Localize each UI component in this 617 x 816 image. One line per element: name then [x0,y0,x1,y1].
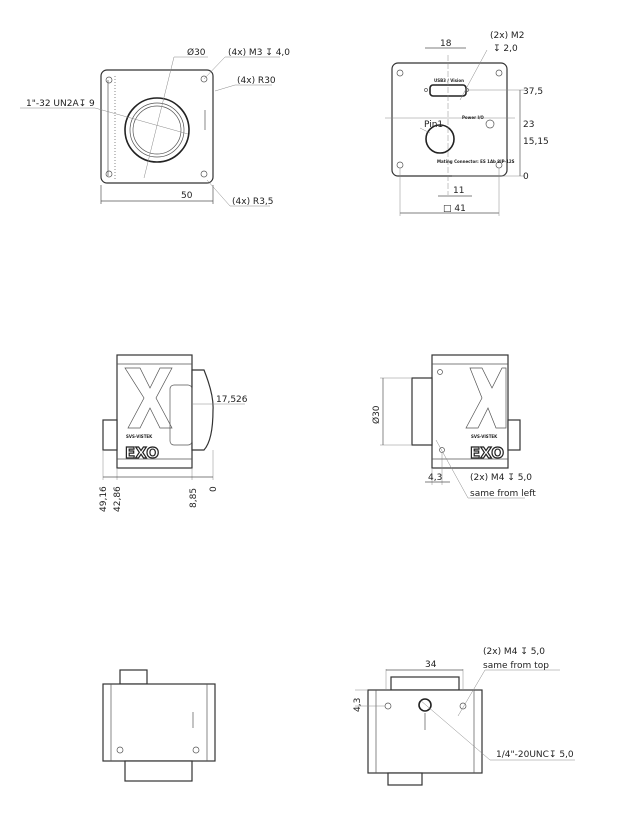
front-view: Ø30 (4x) M3 ↧ 4,0 (4x) R30 1"-32 UN2A↧ 9… [20,47,290,207]
back-view: USB3 / Vision Power I/O Mating Connector… [385,31,549,216]
brand-label: SVS-VISTEK [471,434,498,439]
hole-offset-label: 4,3 [428,473,442,483]
origin-label: 0 [523,172,529,182]
m2-holes-label: (2x) M2 [490,31,524,41]
holes-note-label: same from left [470,489,536,499]
lens-diameter-label: Ø30 [371,405,382,424]
pin1-label: Pin1 [424,120,443,130]
m2-depth-label: ↧ 2,0 [493,44,518,54]
width-label: 34 [425,660,437,670]
bottom-left-view [102,669,216,782]
right-side-view: SVS-VISTEK EXO Ø30 4,3 (2x) M4 ↧ 5,0 sam… [371,354,536,499]
holes-note-label: same from top [483,661,549,671]
left-side-view: SVS-VISTEK EXO 17,526 49,16 42,86 8,85 0 [99,354,248,512]
mating-connector-label: Mating Connector: ES 1Ab 8IP-12S [437,159,515,164]
tripod-thread-label: 1/4"-20UNC↧ 5,0 [496,750,574,760]
exo-logo: EXO [125,444,159,462]
bottom-right-view: 34 (2x) M4 ↧ 5,0 same from top 4,3 1/4"-… [353,647,575,786]
brand-label: SVS-VISTEK [126,434,153,439]
thread-label: 1"-32 UN2A↧ 9 [26,99,95,109]
hole-radius-label: (4x) R3,5 [232,197,274,207]
dim-49-label: 49,16 [99,486,109,512]
mount-holes-label: (4x) M3 ↧ 4,0 [228,48,290,58]
connector-offset-label: 11 [453,186,464,196]
holes-label: (2x) M4 ↧ 5,0 [470,473,532,483]
dim-8-label: 8,85 [189,488,199,508]
width-label: 50 [181,191,193,201]
exo-logo: EXO [470,444,504,462]
lens-depth-label: 17,526 [216,395,248,405]
holes-label: (2x) M4 ↧ 5,0 [483,647,545,657]
connector-height-label: 15,15 [523,137,549,147]
dim-42-label: 42,86 [113,486,123,512]
hole-offset-label: 4,3 [353,698,363,712]
power-io-label: Power I/O [462,115,484,120]
usb-width-label: 18 [440,39,452,49]
usb-port-label: USB3 / Vision [434,78,464,83]
dim-0-label: 0 [209,486,219,492]
square-size-label: □ 41 [443,204,466,214]
lens-diameter-label: Ø30 [187,47,206,58]
usb-height-label: 37,5 [523,87,543,97]
io-height-label: 23 [523,120,534,130]
corner-radius-label: (4x) R30 [237,76,276,86]
